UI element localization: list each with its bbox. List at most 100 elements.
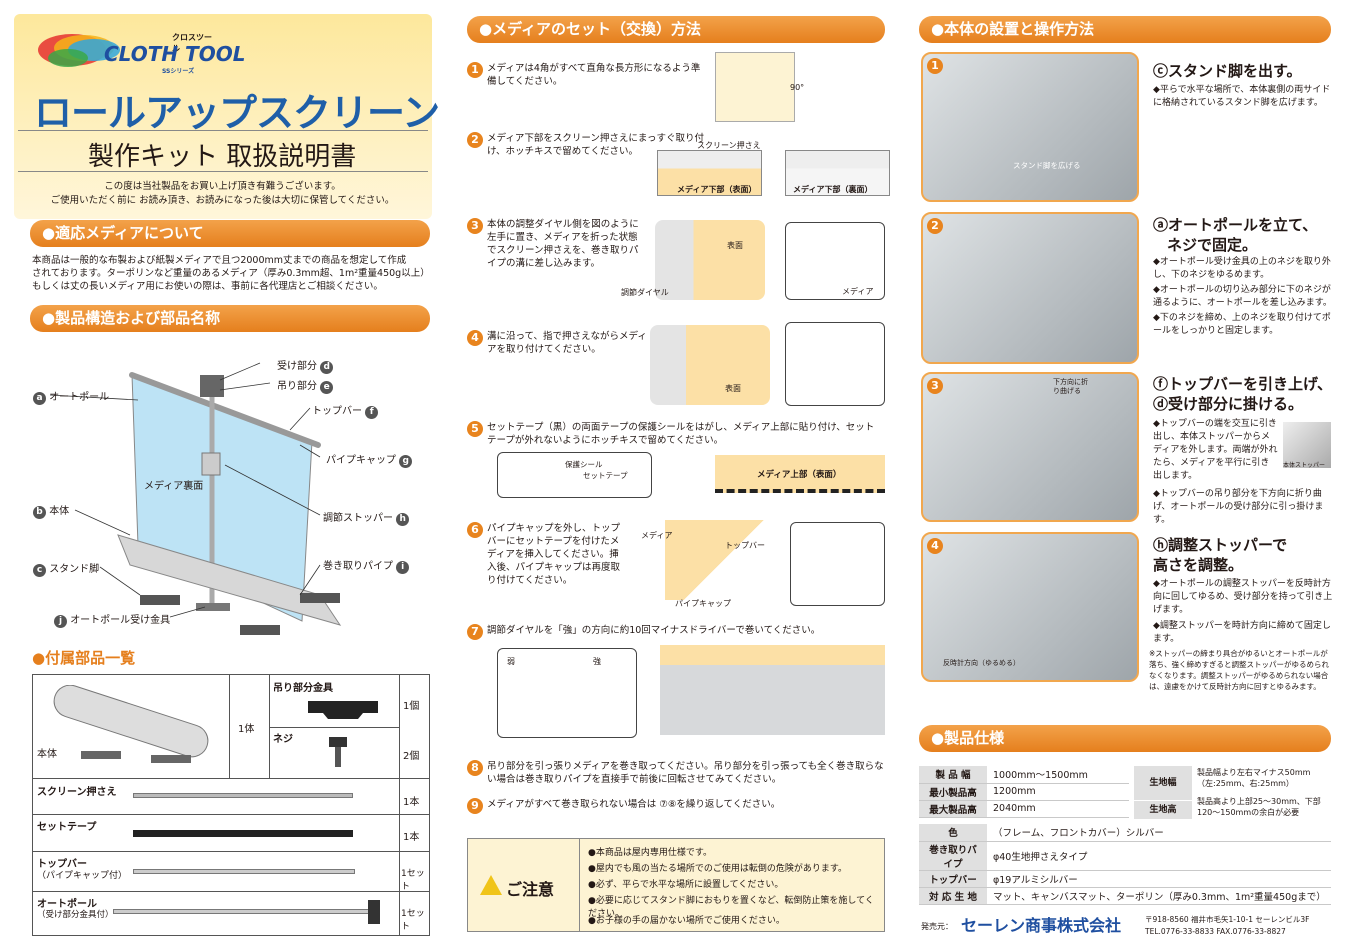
- op1-number: 1: [927, 58, 943, 74]
- footer-label: 発売元：: [921, 922, 953, 931]
- intro-line-1: この度は当社製品をお買い上げ頂き有難うございます。: [104, 181, 341, 192]
- angle-label: 90°: [790, 83, 805, 92]
- tape-label: セットテープ: [583, 471, 628, 480]
- op4-text-1: ◆オートポールの調整ストッパーを反時計方向に回してゆるめ、受け部分を持って引き上…: [1153, 579, 1333, 615]
- caution-item: ●本商品は屋内専用仕様です。: [588, 848, 712, 858]
- footer-address: 〒918-8560 福井市毛矢1-10-1 セーレンビル3F: [1145, 915, 1310, 924]
- accessory-name: スクリーン押さえ: [37, 787, 117, 798]
- main-title: ロールアップスクリーン: [34, 91, 440, 135]
- intro-line-2: ご使用いただく前に お読み頂き、お読みになった後は大切に保管してください。: [50, 195, 395, 206]
- step6-detail: [790, 522, 885, 606]
- accessory-qty: 1セット: [401, 909, 425, 932]
- caution-item: ●必要に応じてスタンド脚におもりを置くなど、転倒防止策を施してください。: [588, 896, 874, 919]
- media-text-2: されております。ターポリンなど重量のあるメディア（厚み0.3mm超、1m²重量4…: [32, 268, 430, 279]
- label-adjust-stopper: 調節ストッパー h: [323, 509, 410, 526]
- step5-tape-figure: [497, 452, 652, 498]
- step5-media-figure: [715, 455, 885, 493]
- step6-media-label: メディア: [641, 531, 673, 540]
- op2-title-2: ネジで固定。: [1167, 236, 1258, 254]
- spec-value-fabric-height: 製品高より上部25〜30mm、下部120〜150mmの余白が必要: [1197, 797, 1321, 817]
- op3-text-1: ◆トップバーの端を交互に引き出し、本体ストッパーからメディアを外します。両端が外…: [1153, 419, 1278, 481]
- media-set-header: ●メディアのセット（交換）方法: [467, 16, 885, 43]
- accessories-table: 本体 1体 吊り部分金具 1個 ネジ 2個 スクリーン押さえ 1本 セットテープ…: [32, 674, 430, 936]
- op4-title-2: 高さを調整。: [1153, 556, 1244, 574]
- accessory-qty: 2個: [403, 751, 420, 762]
- accessory-name: トップバー: [37, 859, 87, 870]
- accessory-name: セットテープ: [37, 822, 97, 833]
- step6-topbar-label: トップバー: [725, 541, 765, 550]
- op3-photo-label: 下方向に折り曲げる: [1053, 378, 1088, 395]
- op4-number: 4: [927, 538, 943, 554]
- op1-photo: [921, 52, 1139, 202]
- logo-brand: CLOTH TOOL: [104, 42, 246, 66]
- media-header: ●適応メディアについて: [30, 220, 430, 247]
- screen-press-illustration: [133, 793, 353, 798]
- accessory-sub: （パイプキャップ付）: [37, 871, 128, 881]
- label-hanger: 吊り部分 e: [277, 377, 334, 394]
- hanger-part-illustration: [308, 701, 378, 719]
- step4-detail: [785, 322, 885, 406]
- step7-dial-figure: [497, 648, 637, 738]
- step3-detail: [785, 222, 885, 300]
- label-media-back: メディア裏面: [144, 481, 204, 492]
- table-row: 色（フレーム、フロントカバー）シルバー: [919, 824, 1331, 842]
- accessory-qty: 1セット: [401, 869, 425, 892]
- op3-photo: [921, 372, 1139, 522]
- op2-text-2: ◆オートポールの切り込み部分に下のネジが通るように、オートポールを差し込みます。: [1153, 285, 1332, 308]
- op2-text-3: ◆下のネジを締め、上のネジを取り付けてポールをしっかりと固定します。: [1153, 313, 1331, 336]
- set-tape-illustration: [133, 830, 353, 837]
- op1-title: ⓒスタンド脚を出す。: [1153, 62, 1302, 80]
- op4-title-1: ⓗ調整ストッパーで: [1153, 536, 1288, 554]
- media-bottom-front-label: メディア下部（表面）: [677, 185, 757, 194]
- title-divider-2: [18, 171, 428, 172]
- op1-photo-label: スタンド脚を広げる: [1013, 161, 1081, 170]
- table-row: 対 応 生 地マット、キャンバスマット、ターポリン（厚み0.3mm、1m²重量4…: [919, 887, 1331, 905]
- weak-label: 弱: [507, 657, 515, 666]
- product-structure-diagram: [49, 362, 342, 635]
- step3-front-label: 表面: [727, 241, 743, 250]
- op3-stopper-label: 本体ストッパー: [1283, 462, 1326, 469]
- accessory-qty: 1体: [238, 724, 255, 735]
- footer-tel: TEL.0776-33-8833 FAX.0776-33-8827: [1145, 927, 1286, 936]
- op4-text-3: ※ストッパーの締まり具合がゆるいとオートポールが落ち、強く締めすぎると調整ストッ…: [1149, 649, 1329, 691]
- op3-title-2: ⓓ受け部分に掛ける。: [1153, 395, 1304, 413]
- accessory-name: ネジ: [273, 734, 293, 745]
- media-bottom-front-figure: [657, 150, 762, 196]
- label-takeup-pipe: 巻き取りパイプ i: [323, 557, 410, 574]
- spec-header: ●製品仕様: [919, 725, 1331, 752]
- caution-box: ご注意 ●本商品は屋内専用仕様です。 ●屋内でも風の当たる場所でのご使用は転倒の…: [467, 838, 885, 932]
- accessory-name: 吊り部分金具: [273, 683, 333, 694]
- caution-item: ●お子様の手の届かない場所でご使用ください。: [588, 916, 785, 926]
- autopole-illustration: [113, 909, 373, 914]
- op3-number: 3: [927, 378, 943, 394]
- install-header: ●本体の設置と操作方法: [919, 16, 1331, 43]
- cloth-tool-logo: クロスツール CLOTH TOOL SSシリーズ: [32, 28, 245, 78]
- accessories-header: ●付属部品一覧: [32, 649, 136, 667]
- spec-value-fabric-width: 製品幅より左右マイナス50mm（左:25mm、右:25mm）: [1197, 768, 1311, 788]
- op2-title-1: ⓐオートポールを立て、: [1153, 216, 1318, 234]
- accessory-name: 本体: [37, 749, 57, 760]
- op3-stopper-photo: [1283, 422, 1331, 468]
- op3-title-1: ⓕトップバーを引き上げ、: [1153, 375, 1332, 393]
- op1-text: ◆平らで水平な場所で、本体裏側の両サイドに格納されているスタンド脚を広げます。: [1153, 85, 1331, 108]
- accessory-name: オートポール: [37, 899, 97, 910]
- spec-key-fabric-width: 生地幅: [1134, 766, 1192, 800]
- topbar-illustration: [133, 869, 355, 874]
- media-text-3: もしくは丈の長いメディア用にお使いの際は、事前に各代理店とご相談ください。: [32, 281, 383, 292]
- label-receiver: 受け部分 d: [277, 357, 334, 374]
- spec-key-fabric-height: 生地高: [1134, 801, 1192, 819]
- label-pole-bracket: j オートポール受け金具: [54, 611, 170, 628]
- company-name: セーレン商事株式会社: [961, 916, 1122, 935]
- media-bottom-back-figure: [785, 150, 890, 196]
